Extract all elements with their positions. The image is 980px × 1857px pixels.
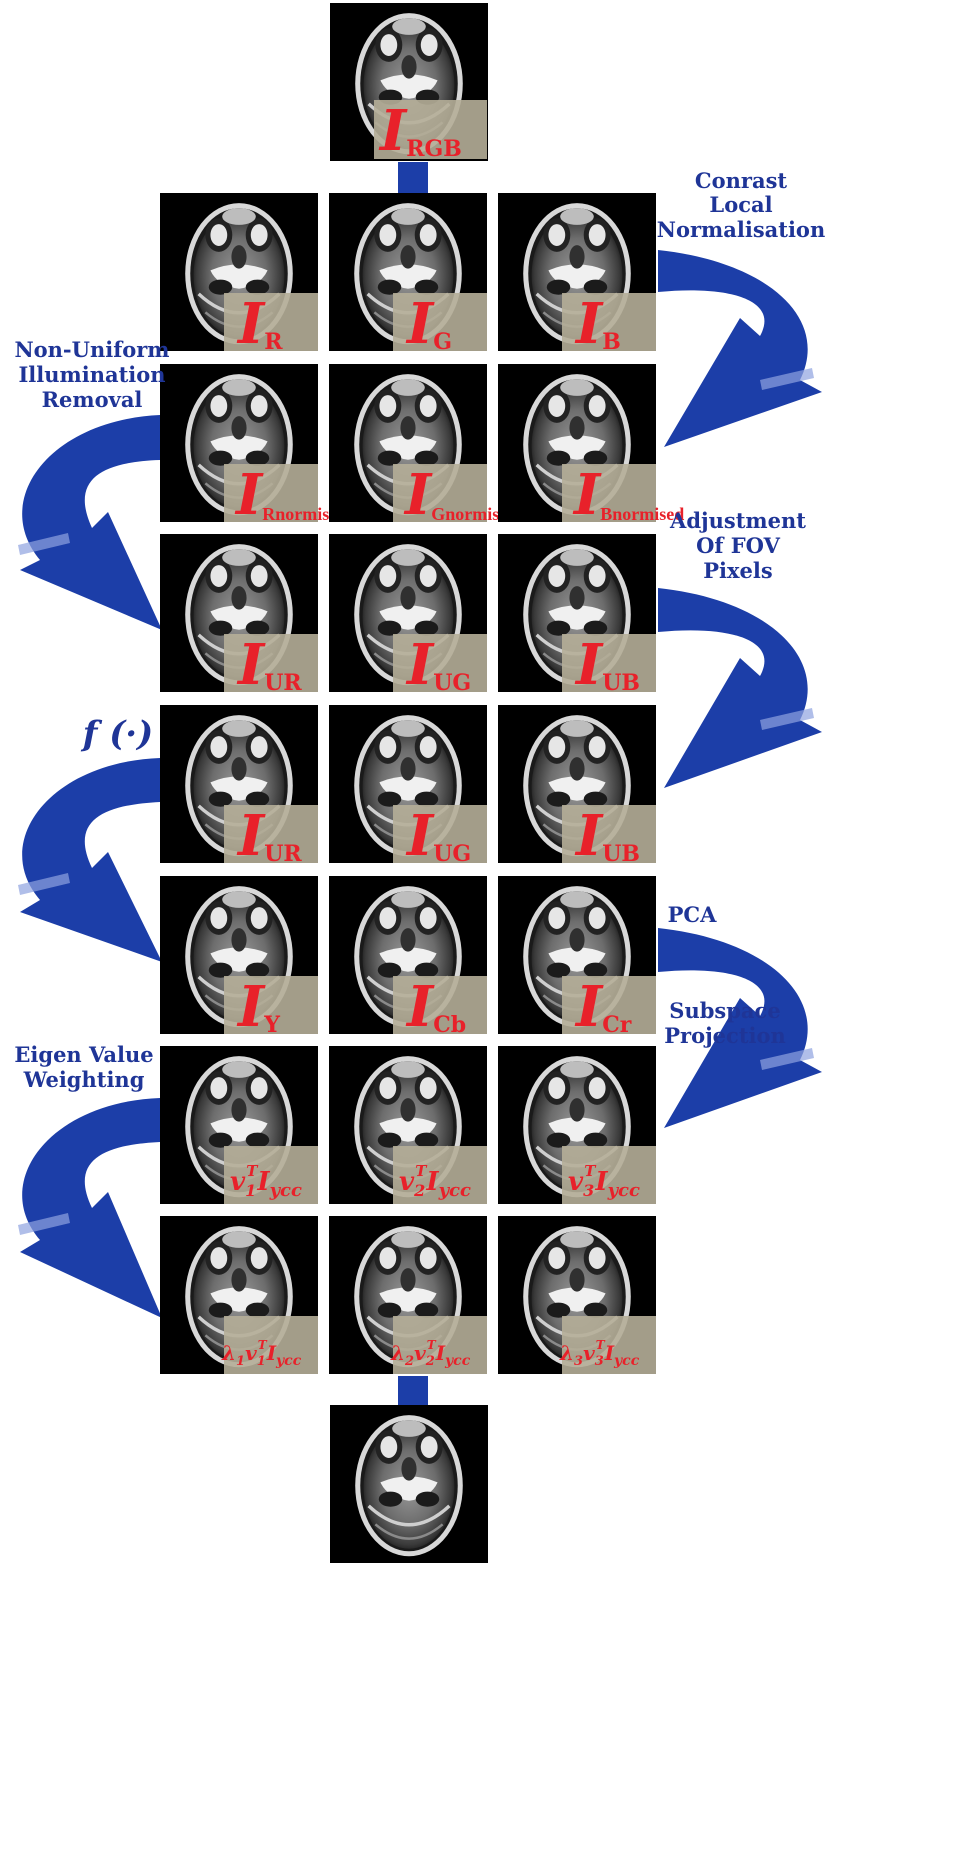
label-r1-c2: IG xyxy=(405,291,452,357)
input-overlay xyxy=(374,100,487,159)
overlay-r1-c2 xyxy=(393,293,487,351)
arrow-stripe-3 xyxy=(760,708,814,730)
overlay-r6-c3 xyxy=(562,1146,656,1204)
overlay-r7-c2 xyxy=(393,1316,487,1374)
overlay-r3-c2 xyxy=(393,634,487,692)
step-subspace-line2: Projection xyxy=(664,1023,786,1048)
overlay-r1-c3 xyxy=(562,293,656,351)
label-lambda-r7-c1: λ1v1TIycc xyxy=(221,1338,302,1369)
arrow-curve-illumination xyxy=(20,415,162,630)
arrow-stripe-1 xyxy=(760,368,814,390)
step-fov-line3: Pixels xyxy=(703,558,772,583)
label-r5-c2: ICb xyxy=(405,974,466,1040)
image-panels: IRGB IR IG IB IRnormised IGnormised IBnormised… xyxy=(158,1,684,1565)
step-contrast-line2: Local xyxy=(709,192,772,217)
label-r2-c2: IGnormised xyxy=(403,462,517,528)
step-pca: PCA xyxy=(668,902,718,927)
label-r1-c1: IR xyxy=(236,291,283,357)
overlay-r4-c3 xyxy=(562,805,656,863)
label-v-r6-c1: v1TIycc xyxy=(230,1162,302,1201)
label-r2-c3: IBnormised xyxy=(572,462,684,528)
arrow-stripe-4 xyxy=(18,873,70,895)
step-illumination-line2: Illumination xyxy=(18,362,165,387)
overlay-r5-c3 xyxy=(562,976,656,1034)
label-r3-c3: IUB xyxy=(574,632,640,698)
arrow-curve-fov xyxy=(658,588,822,788)
overlay-r5-c2 xyxy=(393,976,487,1034)
label-r2-c1: IRnormised xyxy=(234,462,347,528)
label-lambda-r7-c2: λ2v2TIycc xyxy=(390,1338,471,1369)
overlay-r2-c1 xyxy=(224,464,318,522)
step-eigen-line1: Eigen Value xyxy=(14,1042,153,1067)
arrow-curve-eigen xyxy=(20,1098,162,1318)
step-fov-line1: Adjustment xyxy=(669,508,806,533)
label-r1-c3: IB xyxy=(574,291,621,357)
overlay-r6-c1 xyxy=(224,1146,318,1204)
label-r5-c1: IY xyxy=(236,974,280,1040)
label-i-rgb: IRGB xyxy=(378,98,462,164)
step-labels: Conrast Local Normalisation Non-Uniform … xyxy=(14,168,825,1092)
overlay-r2-c2 xyxy=(393,464,487,522)
overlay-r4-c1 xyxy=(224,805,318,863)
label-r4-c1: IUR xyxy=(236,803,302,869)
overlay-r7-c3 xyxy=(562,1316,656,1374)
step-eigen-line2: Weighting xyxy=(23,1067,145,1092)
label-v-r6-c2: v2TIycc xyxy=(399,1162,471,1201)
overlay-r6-c2 xyxy=(393,1146,487,1204)
arrow-stripe-6 xyxy=(18,1213,70,1235)
output-image xyxy=(328,1403,490,1565)
arrow-curve-contrast xyxy=(658,250,822,447)
arrow-curve-pca xyxy=(658,928,822,1128)
overlay-r5-c1 xyxy=(224,976,318,1034)
overlay-r3-c3 xyxy=(562,634,656,692)
step-fx: f (·) xyxy=(81,714,153,754)
label-r5-c3: ICr xyxy=(574,974,632,1040)
arrow-curve-fx xyxy=(20,758,162,962)
step-illumination-line3: Removal xyxy=(42,387,143,412)
label-r4-c2: IUG xyxy=(405,803,471,869)
overlay-r4-c2 xyxy=(393,805,487,863)
step-subspace-line1: Subspace xyxy=(669,998,780,1023)
arrow-stripe-2 xyxy=(18,533,70,555)
overlay-r2-c3 xyxy=(562,464,656,522)
arrow-stripe-5 xyxy=(760,1048,814,1070)
overlay-r7-c1 xyxy=(224,1316,318,1374)
step-contrast-line3: Normalisation xyxy=(657,217,825,242)
step-contrast-line1: Conrast xyxy=(695,168,787,193)
label-r3-c1: IUR xyxy=(236,632,302,698)
overlay-r3-c1 xyxy=(224,634,318,692)
label-r4-c3: IUB xyxy=(574,803,640,869)
step-fov-line2: Of FOV xyxy=(696,533,780,558)
overlay-r1-c1 xyxy=(224,293,318,351)
label-lambda-r7-c3: λ3v3TIycc xyxy=(559,1338,640,1369)
label-v-r6-c3: v3TIycc xyxy=(568,1162,640,1201)
arrows xyxy=(18,162,822,1442)
step-illumination-line1: Non-Uniform xyxy=(14,337,169,362)
label-r3-c2: IUG xyxy=(405,632,471,698)
